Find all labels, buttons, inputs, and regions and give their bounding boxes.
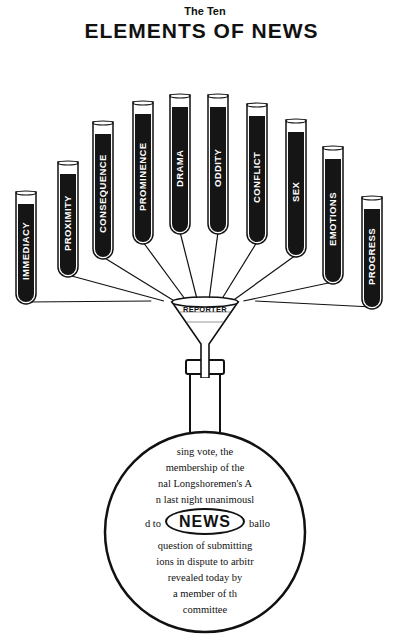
title-prefix: The Ten: [184, 5, 225, 17]
flask-body: [105, 432, 305, 632]
newspaper-line: n last night unanimousl: [156, 494, 254, 506]
tube-rim: [170, 94, 190, 98]
newspaper-line: membership of the: [166, 462, 245, 474]
element-name: CONFLICT: [246, 118, 268, 237]
funnel-label: REPORTER: [170, 305, 240, 314]
connector-line: [143, 242, 186, 301]
tube-rim: [362, 196, 382, 200]
tube-glass: [208, 95, 228, 234]
test-tube: CONFLICT: [246, 102, 268, 245]
newspaper-line: ballo: [249, 518, 270, 530]
tube-rim: [323, 146, 343, 150]
test-tube: EMOTIONS: [322, 145, 344, 285]
diagram-title: ELEMENTS OF NEWS: [0, 19, 403, 43]
tube-glass: [93, 122, 113, 259]
tube-rim: [58, 161, 78, 165]
tube-glass: [362, 197, 382, 309]
news-oval: NEWS: [165, 508, 245, 535]
element-name: IMMEDIACY: [15, 206, 37, 297]
tube-glass: [58, 162, 78, 277]
connector-line: [209, 232, 218, 301]
news-label: NEWS: [179, 513, 231, 531]
element-name: CONSEQUENCE: [92, 136, 114, 252]
connector-line: [68, 275, 164, 301]
connector-line: [255, 301, 372, 307]
tube-rim: [286, 119, 306, 123]
test-tube: PROXIMITY: [57, 160, 79, 278]
connector-line: [26, 301, 151, 302]
newspaper-line: question of submitting: [158, 540, 253, 552]
tube-rim: [247, 103, 267, 107]
connector-line: [221, 242, 257, 301]
test-tube: IMMEDIACY: [15, 190, 37, 305]
newspaper-line: a member of th: [173, 588, 237, 600]
newspaper-line: sing vote, the: [177, 446, 233, 458]
newspaper-line: d to: [145, 518, 161, 530]
tube-glass: [247, 104, 267, 244]
tube-glass: [16, 192, 36, 304]
element-name: PROGRESS: [361, 211, 383, 302]
connector-line: [103, 257, 174, 301]
newspaper-line: committee: [183, 604, 227, 616]
element-name: SEX: [285, 134, 307, 250]
test-tube: SEX: [285, 118, 307, 258]
reporter-funnel: REPORTER: [170, 296, 240, 378]
test-tube: ODDITY: [207, 93, 229, 235]
element-name: PROXIMITY: [57, 176, 79, 270]
connector-line: [232, 255, 296, 301]
element-name: EMOTIONS: [322, 161, 344, 277]
newspaper-line: nal Longshoremen's A: [158, 478, 252, 490]
connector-line: [180, 232, 198, 301]
tube-rim: [93, 121, 113, 125]
tube-rim: [16, 191, 36, 195]
tube-glass: [133, 102, 153, 244]
newspaper-line: revealed today by: [168, 572, 243, 584]
element-name: PROMINENCE: [132, 116, 154, 237]
element-name: ODDITY: [207, 109, 229, 227]
element-name: DRAMA: [169, 109, 191, 227]
tube-rim: [208, 94, 228, 98]
test-tube: PROMINENCE: [132, 100, 154, 245]
test-tube: DRAMA: [169, 93, 191, 235]
tube-glass: [170, 95, 190, 234]
tube-glass: [323, 147, 343, 284]
tube-glass: [286, 120, 306, 257]
connector-line: [243, 282, 333, 301]
test-tube: CONSEQUENCE: [92, 120, 114, 260]
newspaper-line: ions in dispute to arbitr: [156, 556, 253, 568]
test-tube: PROGRESS: [361, 195, 383, 310]
tube-rim: [133, 101, 153, 105]
